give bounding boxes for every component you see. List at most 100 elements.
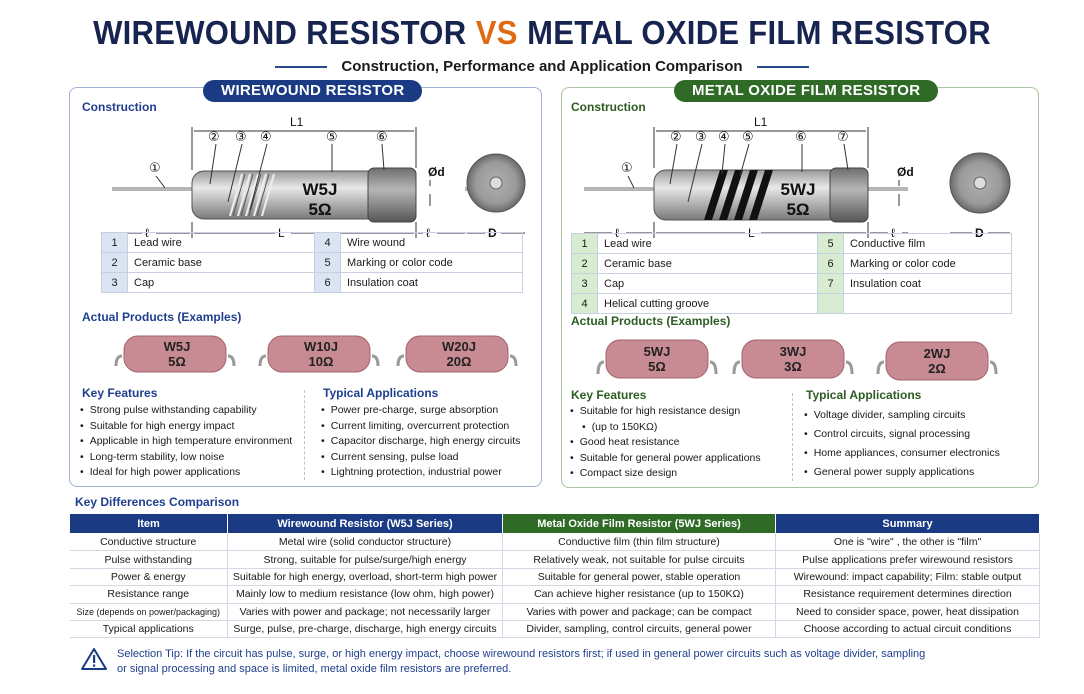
table-cell: Size (depends on power/packaging) [69, 603, 228, 621]
oxide-features-label: Key Features [571, 388, 647, 402]
callout-6: ⑥ [376, 130, 388, 145]
body-marking-line2: 5Ω [786, 200, 809, 219]
table-cell: Power & energy [69, 568, 228, 587]
list-item: Applicable in high temperature environme… [80, 434, 305, 450]
callout-7: ⑦ [837, 130, 849, 145]
callout-4: ④ [260, 130, 272, 145]
table-cell: Need to consider space, power, heat diss… [775, 603, 1040, 621]
product-value: 10Ω [309, 354, 334, 369]
col-header-item: Item [69, 513, 228, 534]
table-cell: Resistance requirement determines direct… [775, 585, 1040, 604]
list-item: Strong pulse withstanding capability [80, 403, 305, 419]
part-name: Cap [127, 272, 315, 293]
subtitle: Construction, Performance and Applicatio… [0, 58, 1084, 75]
list-item: Lightning protection, industrial power [321, 465, 541, 481]
col-header-summary: Summary [775, 513, 1040, 534]
tip-line-1: Selection Tip: If the circuit has pulse,… [117, 648, 926, 660]
title-vs: VS [475, 14, 518, 51]
product-resistor: W5J 5Ω [114, 335, 236, 373]
wirewound-features-list: Strong pulse withstanding capability Sui… [80, 403, 305, 481]
wirewound-products-label: Actual Products (Examples) [82, 310, 242, 324]
list-item: Control circuits, signal processing [804, 425, 1034, 444]
list-item: Home appliances, consumer electronics [804, 444, 1034, 463]
part-number: 6 [817, 253, 844, 274]
product-resistor: W10J 10Ω [258, 335, 380, 373]
oxide-products-label: Actual Products (Examples) [571, 314, 731, 328]
table-cell: Metal wire (solid conductor structure) [227, 533, 503, 552]
table-cell: Varies with power and package; can be co… [502, 603, 776, 621]
tip-line-2: or signal processing and space is limite… [117, 663, 512, 675]
table-cell: Divider, sampling, control circuits, gen… [502, 620, 776, 639]
oxide-panel: METAL OXIDE FILM RESISTOR Construction 5… [561, 80, 1039, 488]
list-item: Suitable for high energy impact [80, 419, 305, 435]
part-name: Lead wire [597, 233, 818, 254]
product-code: 5WJ [644, 344, 671, 359]
lead-wire-right [864, 187, 908, 191]
part-name: Lead wire [127, 232, 315, 253]
part-name: Marking or color code [340, 252, 523, 273]
callout-4: ④ [718, 130, 730, 145]
comparison-label: Key Differences Comparison [75, 495, 240, 509]
callout-5: ⑤ [326, 130, 338, 145]
table-row: Size (depends on power/packaging)Varies … [69, 603, 1040, 621]
list-item: General power supply applications [804, 463, 1034, 482]
table-cell: Choose according to actual circuit condi… [775, 620, 1040, 639]
table-cell: Pulse applications prefer wirewound resi… [775, 550, 1040, 569]
list-item: Good heat resistance [570, 435, 795, 451]
wirewound-panel-title: WIREWOUND RESISTOR [203, 80, 423, 102]
table-cell: One is "wire" , the other is "film" [775, 533, 1040, 552]
product-resistor: 2WJ 2Ω [876, 341, 998, 381]
part-name: Marking or color code [843, 253, 1012, 274]
product-resistor: 3WJ 3Ω [732, 339, 854, 379]
part-number: 1 [571, 233, 598, 254]
table-cell: Surge, pulse, pre-charge, discharge, hig… [227, 620, 503, 639]
part-number: 5 [314, 252, 341, 273]
callout-3: ③ [695, 130, 707, 145]
oxide-features-list: Suitable for high resistance design (up … [570, 404, 795, 482]
oxide-panel-title: METAL OXIDE FILM RESISTOR [674, 80, 939, 102]
part-name: Insulation coat [843, 273, 1012, 294]
part-name: Wire wound [340, 232, 523, 253]
callout-1: ① [621, 161, 633, 176]
table-cell: Relatively weak, not suitable for pulse … [502, 550, 776, 569]
part-number: 4 [314, 232, 341, 253]
selection-tip: Selection Tip: If the circuit has pulse,… [75, 641, 1040, 685]
table-cell: Conductive structure [69, 533, 228, 552]
title-right: METAL OXIDE FILM RESISTOR [527, 14, 991, 51]
part-name: Conductive film [843, 233, 1012, 254]
oxide-apps-list: Voltage divider, sampling circuits Contr… [804, 406, 1034, 482]
warning-icon [81, 648, 107, 670]
product-value: 3Ω [784, 359, 802, 374]
col-header-wirewound: Wirewound Resistor (W5J Series) [227, 513, 503, 534]
wire-winding [229, 173, 275, 217]
table-cell: Varies with power and package; not neces… [227, 603, 503, 621]
body-marking-line1: W5J [303, 180, 338, 199]
product-code: W10J [304, 339, 338, 354]
helical-groove [704, 170, 773, 220]
part-number: 3 [101, 272, 128, 293]
part-number: 6 [314, 272, 341, 293]
part-name: Cap [597, 273, 818, 294]
list-item: Suitable for high resistance design [570, 404, 795, 420]
part-number: 2 [571, 253, 598, 274]
list-item: Long-term stability, low noise [80, 450, 305, 466]
wirewound-construction-label: Construction [82, 100, 157, 114]
callout-1: ① [149, 161, 161, 176]
part-number: 7 [817, 273, 844, 294]
dim-od: Ød [428, 165, 445, 179]
callout-2: ② [208, 130, 220, 145]
list-item: Voltage divider, sampling circuits [804, 406, 1034, 425]
product-code: W20J [442, 339, 476, 354]
callout-5: ⑤ [742, 130, 754, 145]
list-item: (up to 150KΩ) [570, 420, 795, 436]
part-number: 4 [571, 293, 598, 314]
